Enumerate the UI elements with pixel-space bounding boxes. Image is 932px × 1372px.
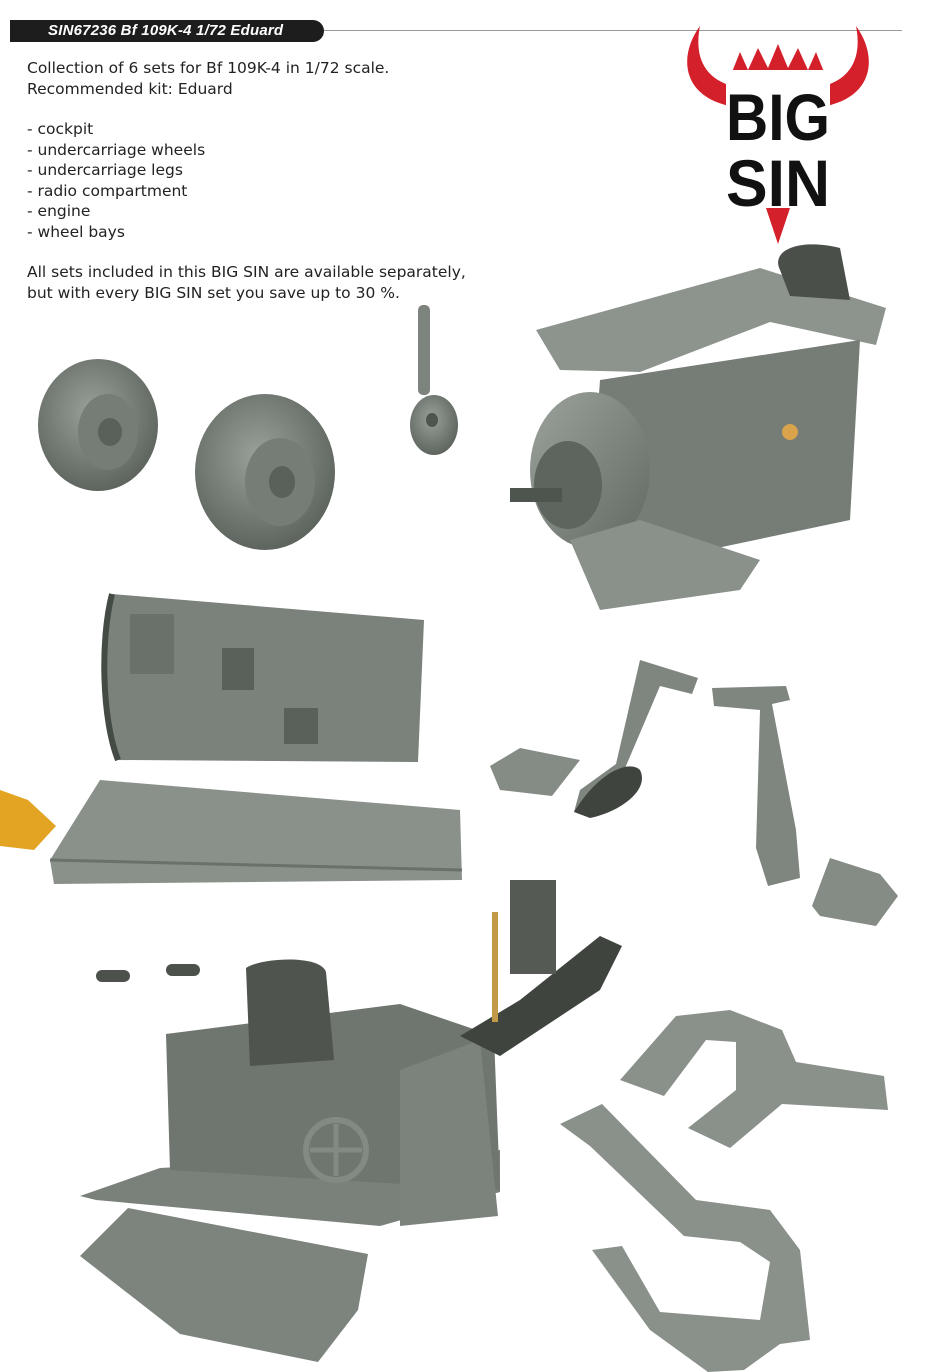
product-title-bar: SIN67236 Bf 109K-4 1/72 Eduard: [10, 20, 324, 42]
list-item: wheel bays: [27, 222, 487, 243]
left-horn-icon: [687, 26, 732, 106]
undercarriage-leg-left: [490, 660, 698, 818]
main-wheel-left: [38, 359, 158, 491]
list-item: cockpit: [27, 119, 487, 140]
header-divider: [324, 30, 902, 31]
description-footer-2: but with every BIG SIN set you save up t…: [27, 283, 400, 302]
description-line-2: Recommended kit: Eduard: [27, 79, 233, 98]
tail-spike-icon: [766, 208, 790, 244]
wheel-bay-frame-lower: [560, 1104, 810, 1372]
crown-spikes-icon: [732, 44, 824, 72]
cockpit-floor-plate: [80, 1208, 368, 1362]
logo-word-big: BIG: [726, 80, 830, 154]
undercarriage-leg-right: [712, 686, 898, 926]
photo-etch-part: [0, 790, 56, 850]
wheel-bay-frame-upper: [620, 1010, 888, 1148]
product-description: Collection of 6 sets for Bf 109K-4 in 1/…: [27, 58, 487, 303]
list-item: engine: [27, 201, 487, 222]
logo-word-sin: SIN: [726, 146, 830, 220]
list-item: undercarriage wheels: [27, 140, 487, 161]
list-item: radio compartment: [27, 181, 487, 202]
big-sin-logo: BIG SIN: [687, 26, 869, 244]
list-item: undercarriage legs: [27, 160, 487, 181]
cockpit-tub: [80, 880, 622, 1226]
product-title: SIN67236 Bf 109K-4 1/72 Eduard: [48, 22, 284, 39]
description-line-1: Collection of 6 sets for Bf 109K-4 in 1/…: [27, 59, 390, 77]
description-footer-1: All sets included in this BIG SIN are av…: [27, 263, 466, 281]
logo-panel: [726, 70, 830, 210]
radio-compartment-wall: [49, 780, 463, 884]
tail-wheel: [410, 305, 458, 455]
contents-list: cockpit undercarriage wheels undercarria…: [27, 119, 487, 242]
engine-assembly: [510, 244, 886, 610]
right-horn-icon: [824, 26, 869, 106]
radio-compartment-floor: [101, 593, 424, 762]
main-wheel-right: [195, 394, 335, 550]
